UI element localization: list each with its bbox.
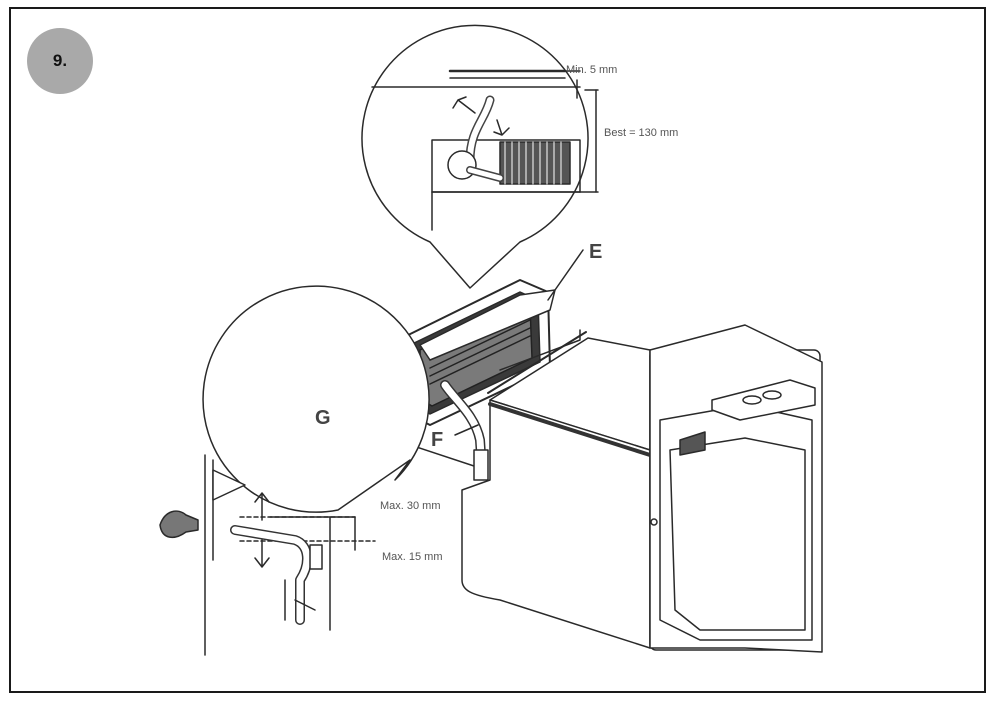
label-g: G (315, 407, 331, 429)
airflow-arrow-icon (493, 119, 510, 136)
label-e: E (589, 241, 602, 263)
up-arrow-icon (254, 492, 270, 521)
down-arrow-icon (254, 539, 270, 568)
airflow-arrow-icon (452, 96, 476, 114)
flue-pipe-detail-icon (447, 95, 504, 182)
best-gap-label: Best = 130 mm (604, 127, 678, 139)
step-number: 9. (52, 51, 68, 70)
label-f: F (431, 429, 443, 451)
max-lower-label: Max. 15 mm (382, 551, 443, 563)
step-number-badge: 9. (27, 28, 93, 94)
max-upper-label: Max. 30 mm (380, 500, 441, 512)
bottom-detail-callout (159, 285, 430, 656)
min-gap-label: Min. 5 mm (566, 64, 617, 76)
refrigerator-cabinet (461, 324, 823, 653)
vent-grille-detail-icon (499, 141, 571, 185)
top-detail-callout (361, 24, 599, 289)
hand-tool-icon (159, 510, 199, 539)
flue-pipe-detail-icon (230, 525, 323, 625)
diagram-frame (9, 7, 986, 693)
flue-pipe-f (337, 380, 489, 481)
